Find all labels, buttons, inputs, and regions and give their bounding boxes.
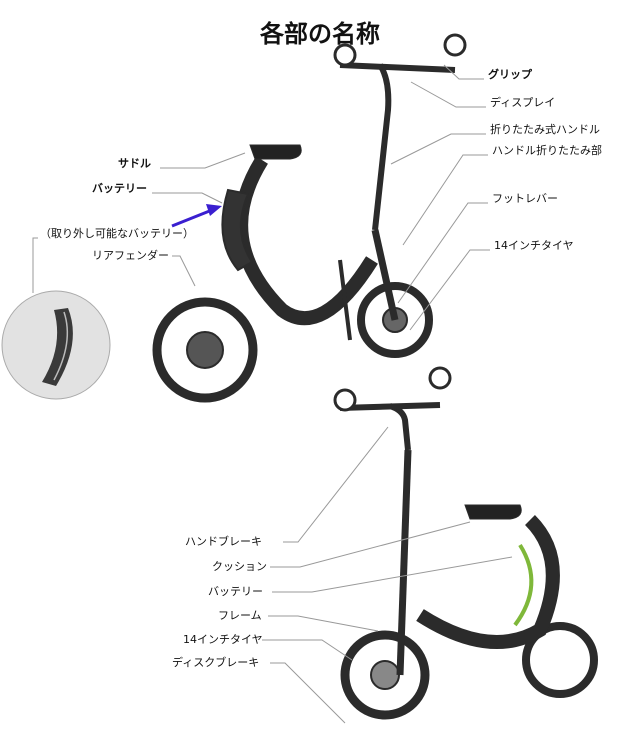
label-rear-fender: リアフェンダー bbox=[92, 249, 169, 262]
label-cushion: クッション bbox=[212, 560, 267, 573]
label-battery-bottom: バッテリー bbox=[208, 585, 263, 598]
battery-inset bbox=[1, 290, 111, 400]
battery-arrow bbox=[171, 204, 222, 228]
label-grip: グリップ bbox=[488, 68, 532, 81]
label-hand-brake: ハンドブレーキ bbox=[185, 535, 262, 548]
label-saddle: サドル bbox=[118, 157, 151, 170]
label-folding-handle: 折りたたみ式ハンドル bbox=[490, 123, 600, 136]
label-battery-top: バッテリー bbox=[92, 182, 147, 195]
label-tire-bottom: 14インチタイヤ bbox=[183, 633, 263, 646]
scooter-front-view bbox=[333, 366, 598, 720]
page-title: 各部の名称 bbox=[260, 20, 380, 48]
label-handle-fold: ハンドル折りたたみ部 bbox=[492, 144, 602, 157]
label-frame: フレーム bbox=[218, 609, 262, 622]
label-tire-top: 14インチタイヤ bbox=[494, 239, 574, 252]
scooter-side-view bbox=[152, 33, 467, 403]
label-foot-lever: フットレバー bbox=[492, 192, 558, 205]
label-display: ディスプレイ bbox=[490, 96, 556, 109]
label-disc-brake: ディスクブレーキ bbox=[172, 656, 260, 669]
leader-lines bbox=[32, 64, 513, 724]
label-removable-battery: （取り外し可能なバッテリー） bbox=[40, 227, 194, 240]
